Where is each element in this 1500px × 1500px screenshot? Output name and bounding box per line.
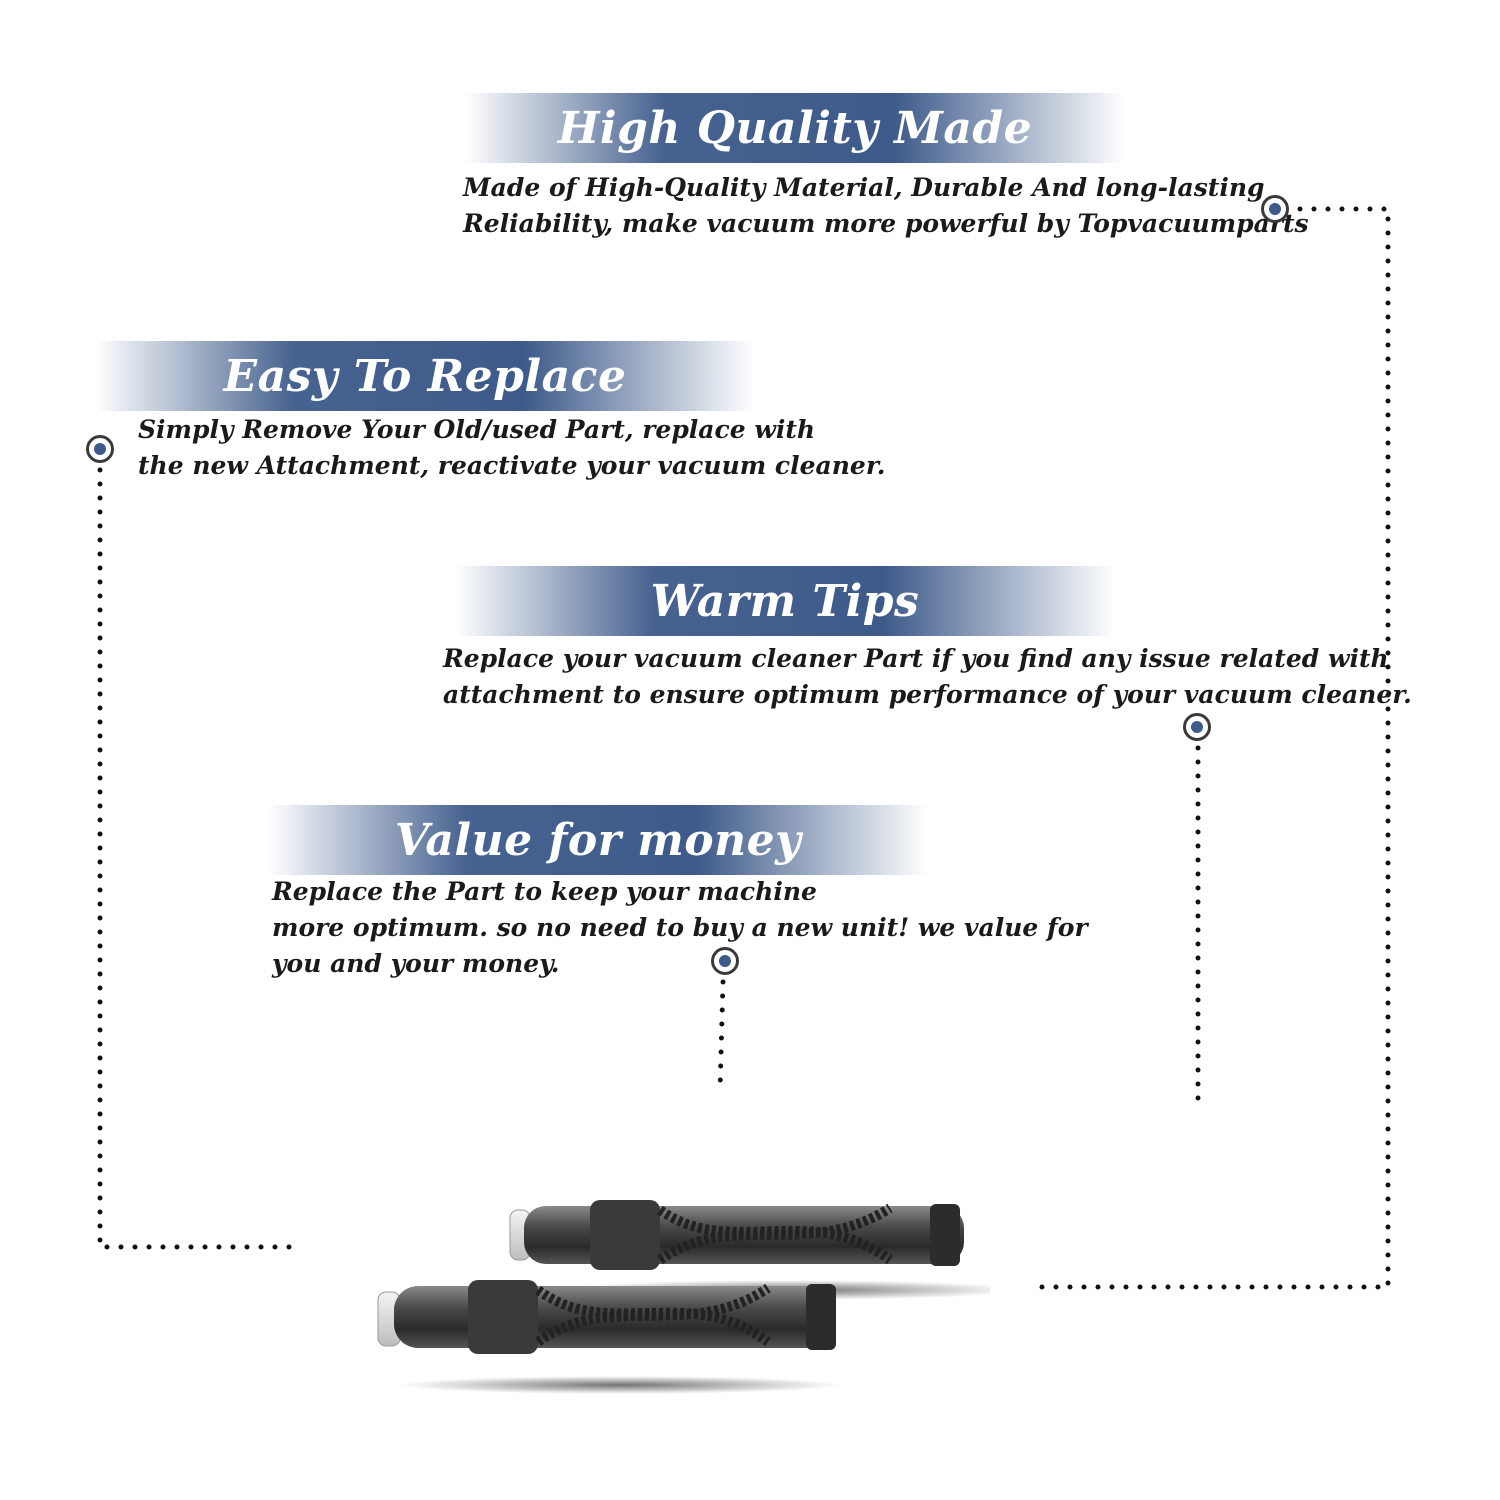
brush-roll-pair-image — [377, 1200, 990, 1394]
banner-title-value: Value for money — [394, 814, 802, 866]
banner-title-easy-replace: Easy To Replace — [223, 350, 627, 402]
desc-warm-tips: Replace your vacuum cleaner Part if you … — [443, 641, 1412, 713]
bullet-dot-icon — [711, 947, 739, 975]
desc-line: attachment to ensure optimum performance… — [443, 680, 1412, 709]
desc-easy-replace: Simply Remove Your Old/used Part, replac… — [138, 412, 885, 484]
bullet-dot-icon — [1183, 713, 1211, 741]
connector-high-quality — [1035, 206, 1391, 1290]
desc-high-quality: Made of High-Quality Material, Durable A… — [463, 170, 1309, 242]
desc-line: more optimum. so no need to buy a new un… — [272, 913, 1088, 942]
desc-line: the new Attachment, reactivate your vacu… — [138, 451, 886, 480]
banner-title-high-quality: High Quality Made — [557, 102, 1033, 154]
banner-high-quality: High Quality Made — [465, 93, 1125, 163]
connector-easy-replace — [97, 467, 298, 1250]
brush-roll-back — [509, 1200, 964, 1270]
brush-roll-front — [377, 1280, 836, 1354]
banner-warm-tips: Warm Tips — [455, 566, 1115, 636]
desc-line: Simply Remove Your Old/used Part, replac… — [138, 415, 816, 444]
desc-line: Replace the Part to keep your machine — [272, 877, 817, 906]
bullet-dot-icon — [86, 435, 114, 463]
desc-value: Replace the Part to keep your machine mo… — [272, 874, 1088, 982]
desc-line: Reliability, make vacuum more powerful b… — [463, 209, 1309, 238]
banner-easy-replace: Easy To Replace — [95, 341, 755, 411]
desc-line: you and your money. — [272, 949, 560, 978]
desc-line: Replace your vacuum cleaner Part if you … — [443, 644, 1389, 673]
banner-title-warm-tips: Warm Tips — [650, 575, 920, 627]
desc-line: Made of High-Quality Material, Durable A… — [463, 173, 1265, 202]
bullet-dot-icon — [1261, 195, 1289, 223]
banner-value: Value for money — [268, 805, 928, 875]
connector-value — [717, 979, 726, 1093]
